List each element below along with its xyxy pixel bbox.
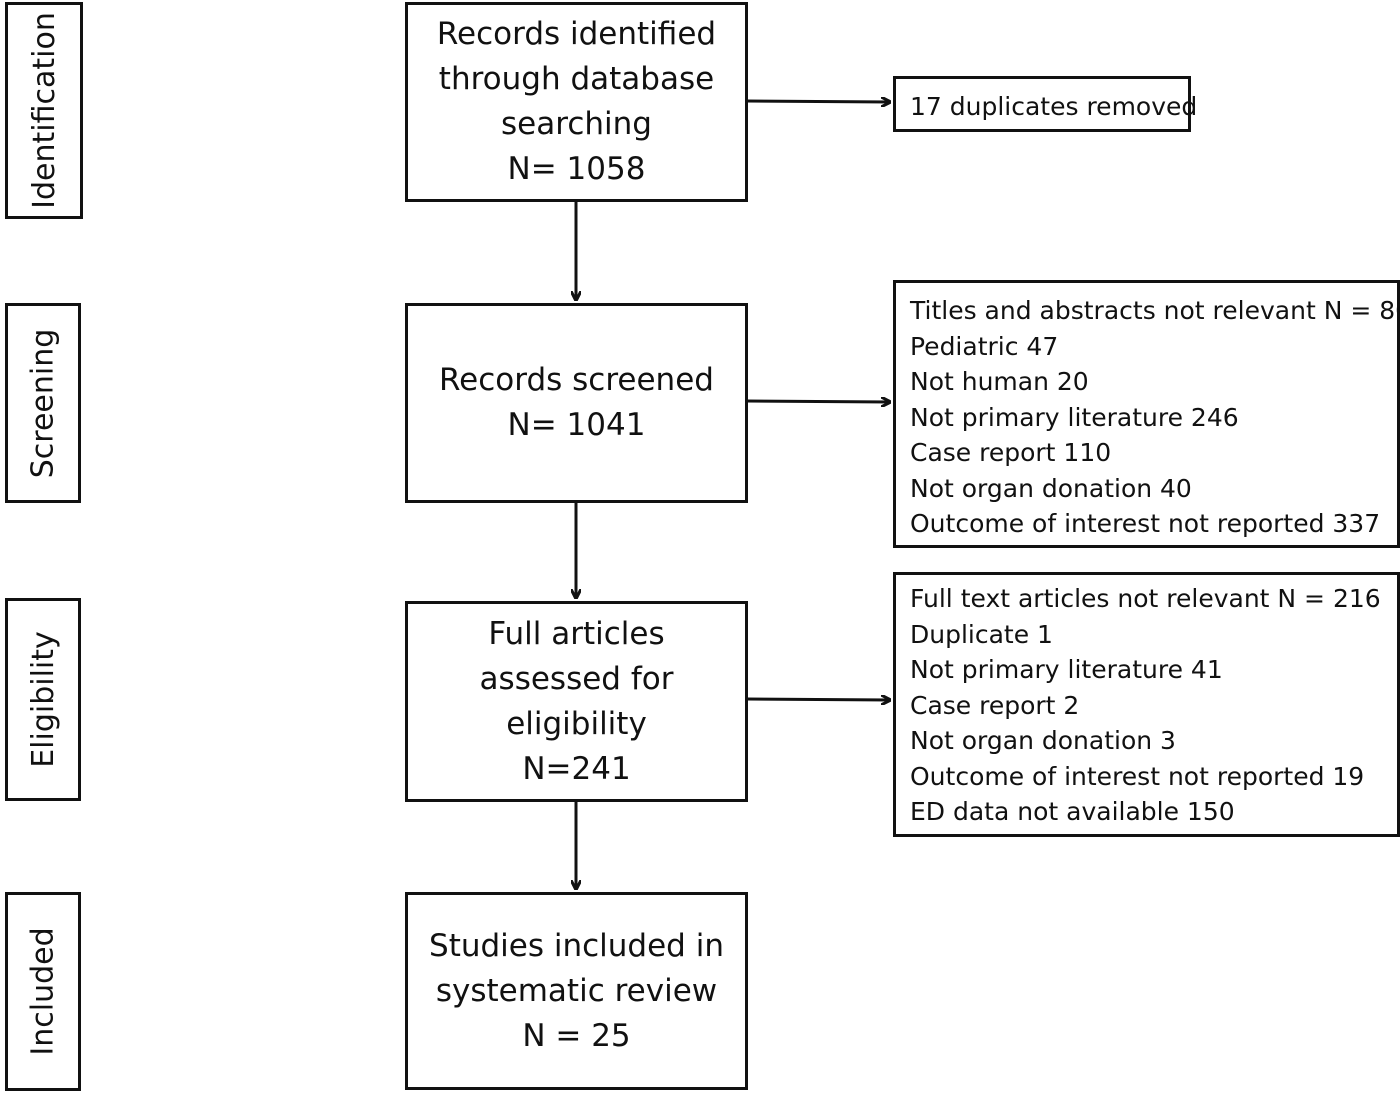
box-line: Duplicate 1	[910, 619, 1053, 649]
box-line: Full articles	[488, 615, 665, 652]
arrow-right-1	[746, 101, 890, 102]
box-line: systematic review	[435, 972, 718, 1009]
box-line: Not human 20	[910, 367, 1089, 396]
box-line: Full text articles not relevant N = 216	[910, 584, 1381, 613]
phase-screening: Screening	[5, 303, 81, 503]
box-line: Studies included in	[429, 927, 724, 964]
phase-label: Identification	[26, 12, 62, 209]
phase-identification: Identification	[5, 2, 83, 219]
arrow-right-3	[746, 699, 890, 700]
box-line: Outcome of interest not reported 19	[910, 761, 1365, 791]
box-line: eligibility	[506, 705, 647, 742]
box-line: Outcome of interest not reported 337	[910, 509, 1381, 538]
box-line: Not primary literature 246	[910, 402, 1239, 432]
box-line: Titles and abstracts not relevant N = 80…	[910, 296, 1400, 325]
phase-label: Eligibility	[25, 631, 61, 768]
box-line: Case report 2	[910, 690, 1080, 720]
box-line: Not primary literature 41	[910, 655, 1223, 684]
records-screened-box: Records screened N= 1041	[405, 303, 748, 503]
arrow-right-2	[746, 401, 890, 402]
phase-label: Screening	[25, 328, 61, 478]
full-articles-box: Full articles assessed for eligibility N…	[405, 601, 748, 802]
box-line: ED data not available 150	[910, 797, 1235, 826]
box-line: N = 25	[522, 1017, 631, 1054]
screening-exclusions-box: Titles and abstracts not relevant N = 80…	[893, 280, 1400, 548]
box-line: through database	[438, 61, 715, 97]
box-line: N=241	[522, 750, 631, 787]
box-line: Not organ donation 40	[910, 473, 1192, 503]
box-line: Case report 110	[910, 438, 1112, 467]
box-line: Not organ donation 3	[910, 726, 1176, 755]
box-line: 17 duplicates removed	[910, 92, 1198, 121]
box-line: Records screened	[439, 362, 714, 398]
box-line: Records identified	[436, 16, 717, 52]
phase-eligibility: Eligibility	[5, 598, 81, 801]
phase-label: Included	[25, 927, 61, 1056]
phase-included: Included	[5, 892, 81, 1091]
duplicates-removed-box: 17 duplicates removed	[893, 76, 1198, 132]
box-line: N= 1041	[507, 407, 646, 443]
studies-included-box: Studies included in systematic review N …	[405, 892, 748, 1090]
records-identified-box: Records identified through database sear…	[405, 2, 748, 202]
box-line: assessed for	[479, 660, 674, 697]
box-line: searching	[501, 106, 652, 142]
eligibility-exclusions-box: Full text articles not relevant N = 216 …	[893, 572, 1400, 837]
box-line: Pediatric 47	[910, 331, 1059, 361]
box-line: N= 1058	[507, 151, 646, 187]
